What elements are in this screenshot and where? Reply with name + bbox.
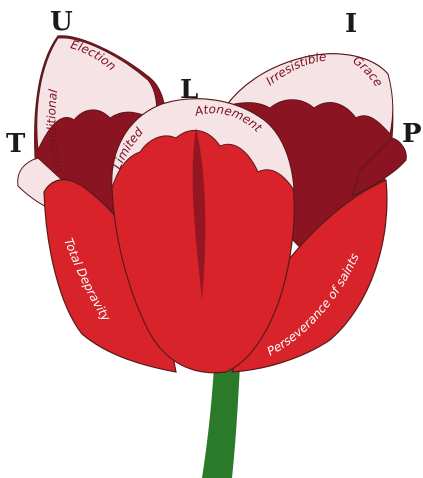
- letter-i: I: [345, 9, 357, 39]
- stem: [202, 366, 240, 478]
- letter-u: U: [50, 7, 73, 37]
- letter-p: P: [402, 119, 422, 149]
- letter-t: T: [6, 129, 26, 159]
- letter-l: L: [180, 75, 198, 105]
